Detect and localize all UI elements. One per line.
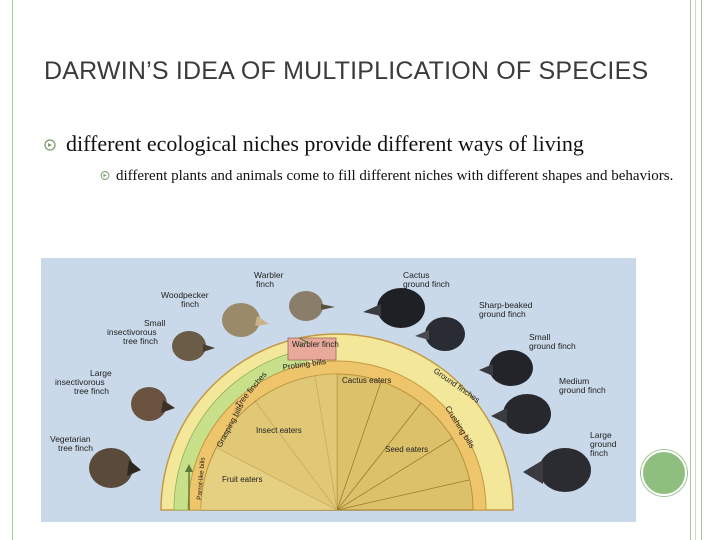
wheel-label-seed: Seed eaters xyxy=(385,445,428,454)
wheel-label-insect: Insect eaters xyxy=(256,426,302,435)
finches-figure: Warbler finch Tree finches Ground finche… xyxy=(41,258,636,522)
wheel-label-warbler: Warbler finch xyxy=(292,340,339,349)
bullet-icon xyxy=(100,171,110,180)
arrow-top xyxy=(298,337,309,347)
finch-head-small-ground xyxy=(479,350,533,386)
finch-head-medium-ground xyxy=(491,394,551,434)
decorative-circle xyxy=(641,450,687,496)
warbler-box xyxy=(287,337,337,361)
wheel-label-fruit: Fruit eaters xyxy=(222,475,262,484)
finch-head-large-ground xyxy=(523,448,591,492)
insect-wedge xyxy=(217,374,337,510)
wheel-label-cactus: Cactus eaters xyxy=(342,376,391,385)
wheel-label-parrot: Parrot-like bills xyxy=(196,456,207,500)
frame-right-line xyxy=(695,0,696,540)
frame-left-line xyxy=(12,0,13,540)
finch-head-large-insect xyxy=(131,387,175,421)
finch-head-vegetarian xyxy=(89,448,141,488)
finches-diagram: Warbler finch Tree finches Ground finche… xyxy=(50,270,617,511)
finch-head-woodpecker xyxy=(222,303,269,337)
finch-head-small-insect xyxy=(172,331,215,361)
finch-head-sharp-beaked xyxy=(415,317,465,351)
bullet-text-2: different plants and animals come to fil… xyxy=(116,168,674,184)
slide-title: DARWIN’S IDEA OF MULTIPLICATION OF SPECI… xyxy=(44,57,649,85)
finch-head-cactus xyxy=(363,288,425,328)
arrow-head xyxy=(185,464,193,472)
frame-right-line xyxy=(690,0,691,540)
frame-right-line xyxy=(701,0,702,540)
bullet-text-1: different ecological niches provide diff… xyxy=(66,131,584,156)
finch-head-warbler xyxy=(289,291,335,321)
bullet-icon xyxy=(44,139,56,151)
fruit-wedge xyxy=(201,448,337,510)
